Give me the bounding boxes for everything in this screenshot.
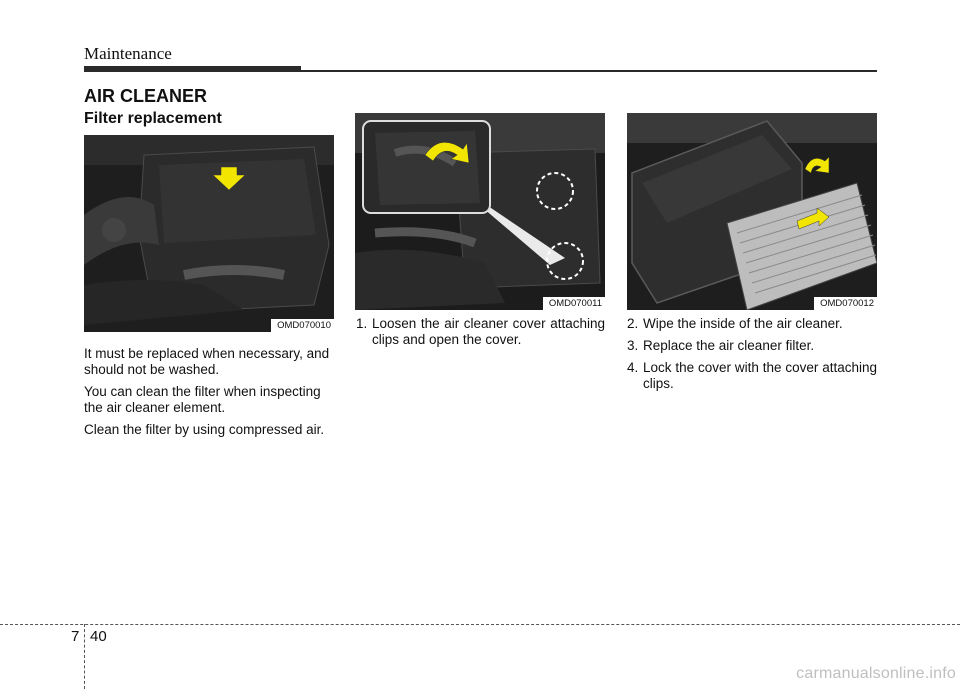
filter-instructions: It must be replaced when necessary, and … bbox=[84, 346, 334, 444]
step-number: 1. bbox=[356, 316, 368, 331]
down-arrow-icon bbox=[212, 166, 246, 191]
figure-air-cleaner-housing: OMD070010 bbox=[84, 135, 334, 332]
clip-highlight-circle-upper bbox=[536, 172, 574, 210]
figure-code: OMD070012 bbox=[814, 297, 877, 310]
section-title: AIR CLEANER bbox=[84, 86, 208, 106]
subsection-title: Filter replacement bbox=[84, 110, 222, 127]
paragraph: It must be replaced when necessary, and … bbox=[84, 346, 330, 377]
step-list-1: 1. Loosen the air cleaner cover attachin… bbox=[356, 316, 605, 354]
step-item: 1. Loosen the air cleaner cover attachin… bbox=[356, 316, 605, 348]
step-item: 4. Lock the cover with the cover attachi… bbox=[627, 360, 877, 392]
rotate-arrow-icon bbox=[424, 142, 470, 164]
step-number: 2. bbox=[627, 316, 639, 331]
header-rule-thick bbox=[84, 66, 301, 72]
figure-loosen-clips: OMD070011 bbox=[355, 113, 605, 310]
paragraph: You can clean the filter when inspecting… bbox=[84, 384, 321, 415]
paragraph: Clean the filter by using compressed air… bbox=[84, 422, 325, 437]
step-text: Lock the cover with the cover attaching … bbox=[643, 360, 877, 391]
step-number: 4. bbox=[627, 360, 639, 375]
step-text: Replace the air cleaner filter. bbox=[643, 338, 815, 353]
running-header: Maintenance bbox=[84, 44, 172, 63]
page-number: 40 bbox=[90, 628, 107, 645]
slide-arrow-icon bbox=[796, 207, 830, 230]
rotate-arrow-icon bbox=[804, 156, 830, 174]
figure-code: OMD070010 bbox=[271, 319, 334, 332]
figure-replace-filter: OMD070012 bbox=[627, 113, 877, 310]
step-text: Loosen the air cleaner cover attaching c… bbox=[372, 316, 605, 347]
clip-highlight-circle-lower bbox=[546, 242, 584, 280]
figure-code: OMD070011 bbox=[542, 297, 605, 310]
footer-divider bbox=[0, 624, 960, 625]
step-item: 3. Replace the air cleaner filter. bbox=[627, 338, 877, 354]
step-number: 3. bbox=[627, 338, 639, 353]
step-item: 2. Wipe the inside of the air cleaner. bbox=[627, 316, 877, 332]
footer-vertical-divider bbox=[84, 624, 85, 689]
header-rule-thin bbox=[301, 70, 877, 72]
chapter-number: 7 bbox=[71, 628, 80, 645]
step-list-2: 2. Wipe the inside of the air cleaner. 3… bbox=[627, 316, 877, 398]
step-text: Wipe the inside of the air cleaner. bbox=[643, 316, 843, 331]
watermark: carmanualsonline.info bbox=[796, 665, 956, 682]
